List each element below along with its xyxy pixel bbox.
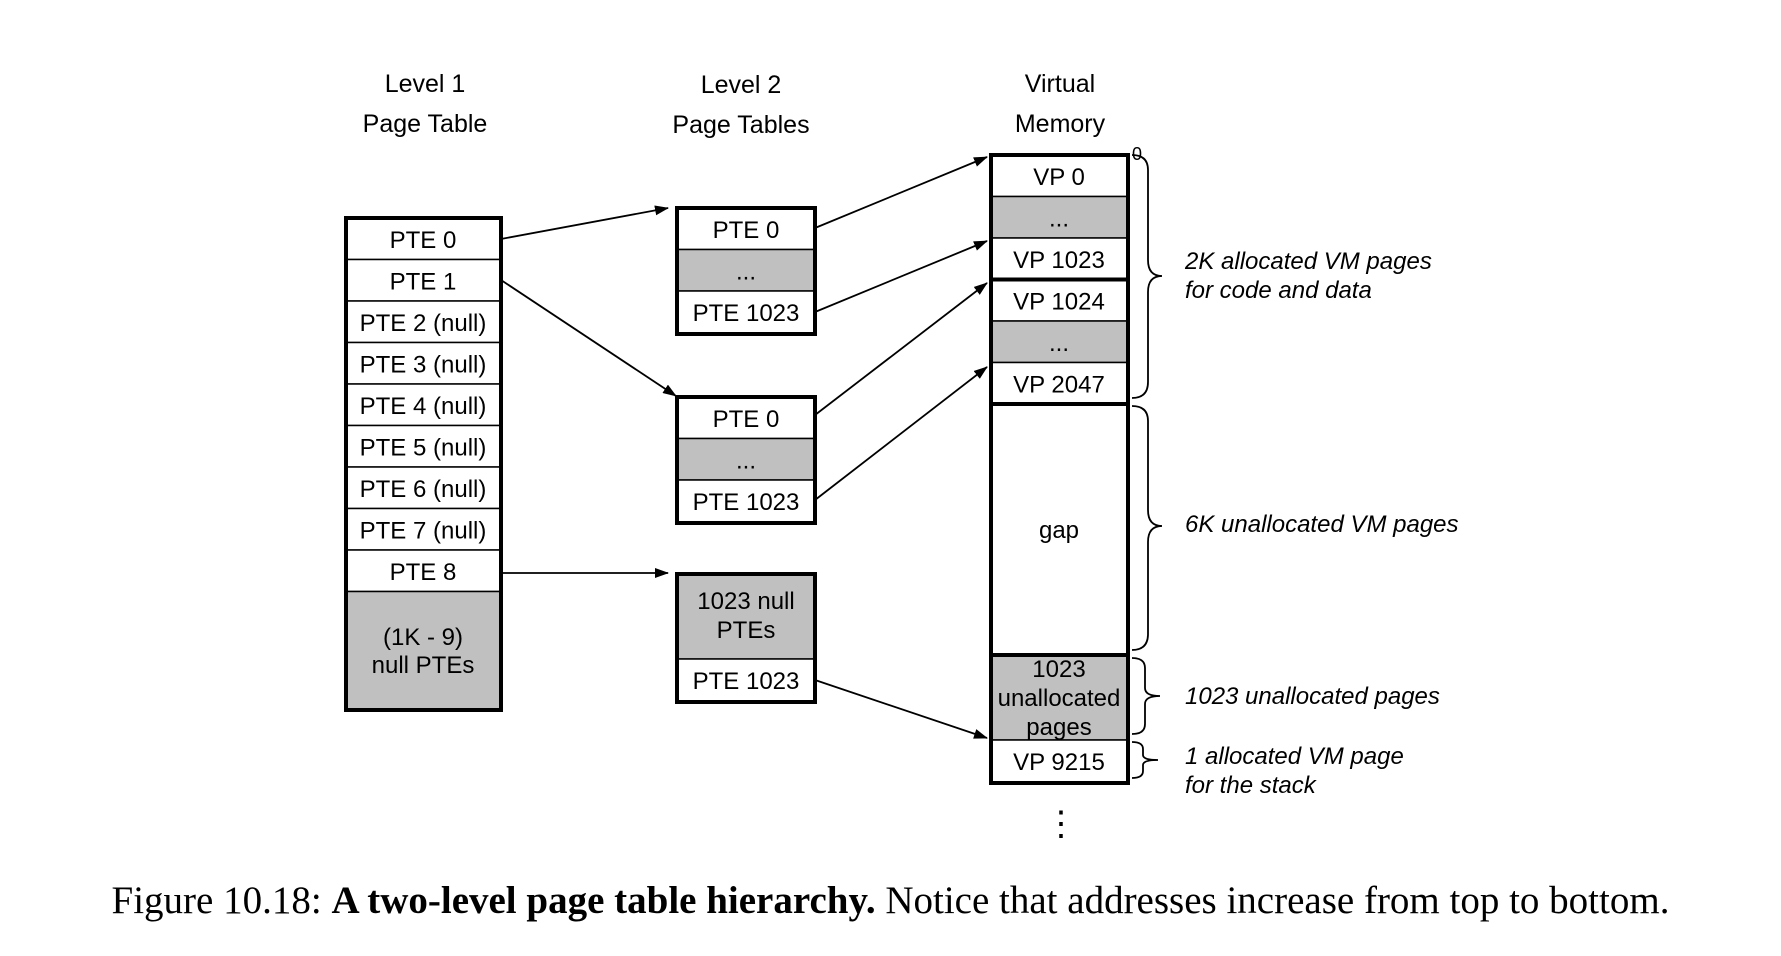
vm-label-ellipsis-1: ... — [1049, 206, 1069, 233]
note-unallocated-1023: 1023 unallocated pages — [1185, 683, 1440, 710]
brace-stack-page — [1131, 741, 1159, 779]
l2b-cell-ellipsis — [676, 437, 816, 481]
arrow-l2c-pte1023-to-vp9215 — [814, 679, 988, 739]
page-table-diagram: Level 1 Page Table Level 2 Page Tables V… — [344, 70, 1459, 843]
vm-continuation-dots: ⋮ — [1044, 805, 1078, 843]
vm-label-vp9215: VP 9215 — [1013, 749, 1105, 776]
vm-cell-vp9215 — [990, 739, 1129, 784]
vm-label-vp1024: VP 1024 — [1013, 289, 1105, 316]
caption-prefix: Figure 10.18: — [111, 879, 332, 922]
annotation-braces — [1131, 154, 1163, 779]
vm-group-border-4 — [989, 653, 1130, 785]
vm-label-vp1023: VP 1023 — [1013, 247, 1105, 274]
vm-label-vp2047: VP 2047 — [1013, 372, 1105, 399]
l1-label-pte4: PTE 4 (null) — [360, 393, 487, 420]
level2-table-3: 1023 null PTEs PTE 1023 — [675, 572, 817, 704]
annotation-labels: 2K allocated VM pages for code and data … — [1184, 248, 1459, 799]
l1-label-pte3: PTE 3 (null) — [360, 352, 487, 379]
note-allocated-line2: for code and data — [1185, 277, 1372, 304]
l1-cell-null-ptes — [345, 590, 502, 711]
level1-page-table: PTE 0 PTE 1 PTE 2 (null) PTE 3 (null) PT… — [344, 216, 503, 712]
arrow-l2b-pte1023-to-vp2047 — [814, 366, 988, 501]
figure-caption: Figure 10.18: A two-level page table hie… — [0, 878, 1781, 923]
vm-cell-gap — [990, 403, 1129, 656]
vm-label-gap: gap — [1039, 517, 1079, 544]
level2-header: Level 2 Page Tables — [672, 71, 809, 139]
l1-label-pte7: PTE 7 (null) — [360, 518, 487, 545]
note-stack-line1: 1 allocated VM page — [1185, 743, 1404, 770]
arrow-l2a-pte0-to-vp0 — [814, 156, 988, 229]
l2a-cell-pte0 — [676, 207, 816, 251]
vm-cell-unallocated-pages — [990, 654, 1129, 741]
l1-label-pte5: PTE 5 (null) — [360, 435, 487, 462]
l2a-label-pte0: PTE 0 — [713, 217, 780, 244]
arrow-l1pte1-to-l2table2 — [500, 279, 677, 397]
l1-label-pte2: PTE 2 (null) — [360, 310, 487, 337]
svg-text:Page Tables: Page Tables — [672, 111, 809, 139]
l1-label-null-ptes-line1: (1K - 9) — [383, 624, 463, 651]
svg-text:Level 1: Level 1 — [385, 70, 466, 98]
l2b-label-ellipsis: ... — [736, 448, 756, 475]
brace-unallocated-6k — [1131, 405, 1163, 651]
arrow-l2a-pte1023-to-vp1023 — [814, 240, 988, 313]
l2b-border — [675, 395, 817, 525]
level1-header: Level 1 Page Table — [363, 70, 488, 138]
note-unallocated-6k: 6K unallocated VM pages — [1185, 511, 1459, 538]
vm-label-unalloc-line2: unallocated — [998, 685, 1121, 712]
vm-label-ellipsis-2: ... — [1049, 330, 1069, 357]
svg-text:Level 2: Level 2 — [701, 71, 782, 99]
l2c-label-null-line1: 1023 null — [697, 588, 794, 615]
vm-label-unalloc-line1: 1023 — [1032, 656, 1085, 683]
virtual-memory-column: 0 VP 0 ... VP 1023 VP 1024 ... VP 2047 g… — [989, 144, 1142, 843]
svg-text:Virtual: Virtual — [1025, 70, 1095, 98]
note-allocated-line1: 2K allocated VM pages — [1184, 248, 1432, 275]
l2c-label-pte1023: PTE 1023 — [693, 668, 800, 695]
l2c-label-null-line2: PTEs — [717, 617, 776, 644]
l2a-label-pte1023: PTE 1023 — [693, 300, 800, 327]
brace-allocated-code-data — [1131, 154, 1163, 399]
l1-label-pte0: PTE 0 — [390, 227, 457, 254]
svg-text:Memory: Memory — [1015, 110, 1106, 138]
vm-start-address: 0 — [1132, 144, 1142, 164]
note-stack-line2: for the stack — [1185, 772, 1318, 799]
l2c-border — [675, 572, 817, 704]
l2c-cell-pte1023 — [676, 658, 816, 703]
l1-cell-pte0 — [345, 217, 502, 261]
l2a-label-ellipsis: ... — [736, 259, 756, 286]
brace-unallocated-1023 — [1131, 657, 1161, 735]
vm-cell-ellipsis-2 — [990, 320, 1129, 364]
l2b-cell-pte0 — [676, 396, 816, 440]
virtual-memory-header: Virtual Memory — [1015, 70, 1106, 138]
l1-label-pte6: PTE 6 (null) — [360, 476, 487, 503]
l1-label-pte8: PTE 8 — [390, 559, 457, 586]
l1-table-border — [344, 216, 503, 712]
level2-table-2: PTE 0 ... PTE 1023 — [675, 395, 817, 525]
arrow-l1pte0-to-l2table1 — [500, 205, 669, 240]
l1-label-null-ptes-line2: null PTEs — [372, 652, 475, 679]
level2-table-1: PTE 0 ... PTE 1023 — [675, 206, 817, 336]
caption-title: A two-level page table hierarchy. — [331, 879, 876, 922]
vm-label-unalloc-line3: pages — [1026, 714, 1091, 741]
l2a-border — [675, 206, 817, 336]
caption-description: Notice that addresses increase from top … — [875, 879, 1670, 922]
l2b-label-pte1023: PTE 1023 — [693, 489, 800, 516]
l1-label-pte1: PTE 1 — [390, 269, 457, 296]
arrow-l2b-pte0-to-vp1024 — [814, 282, 988, 416]
vm-label-vp0: VP 0 — [1033, 164, 1085, 191]
pointer-arrows — [500, 156, 988, 739]
l1-cell-pte1 — [345, 258, 502, 302]
l2b-label-pte0: PTE 0 — [713, 406, 780, 433]
svg-text:Page Table: Page Table — [363, 110, 488, 138]
